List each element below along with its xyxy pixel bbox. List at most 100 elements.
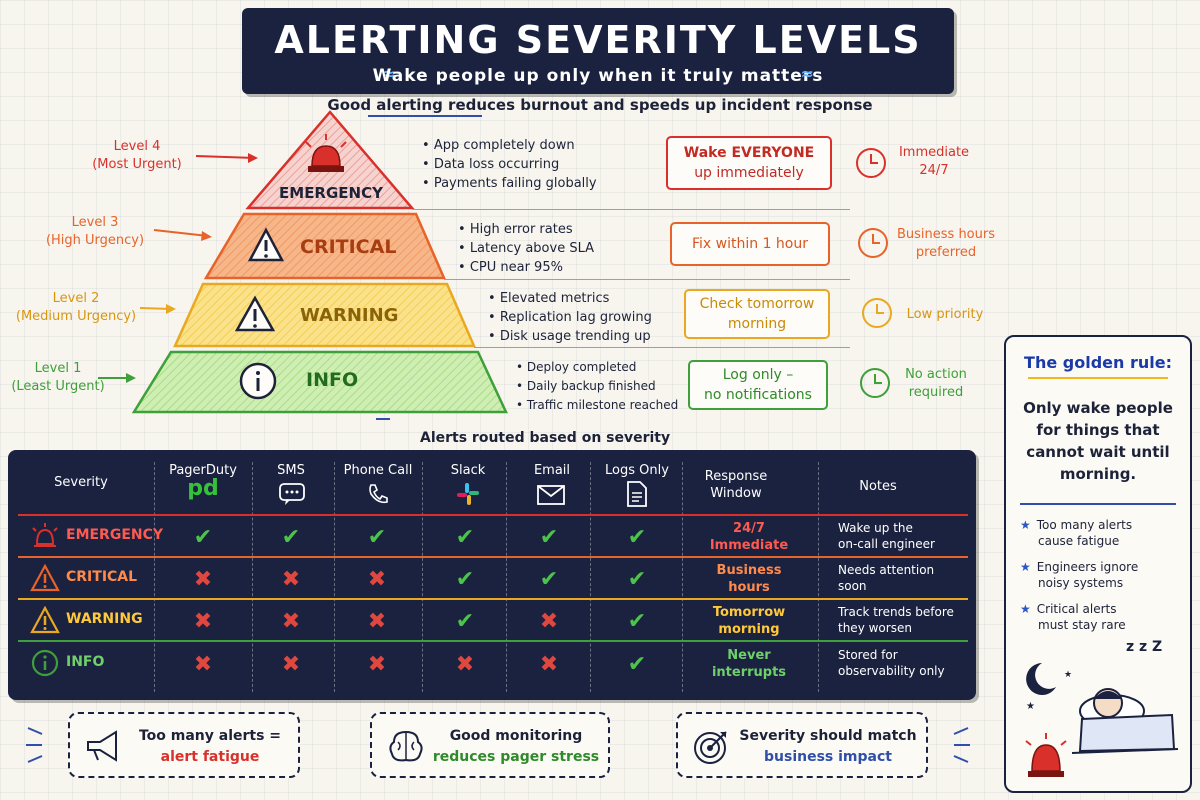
window-line: Business: [716, 563, 782, 578]
col-header-severity: Severity: [54, 475, 108, 490]
timing-line: preferred: [915, 245, 977, 260]
tip-line: Severity should match: [739, 728, 917, 744]
note-warning: Track trends before they worsen: [838, 604, 954, 636]
note-emergency: Wake up the on-call engineer: [838, 520, 935, 552]
cross-icon-sms: ✖: [281, 609, 301, 634]
tip-alert-fatigue: Too many alerts = alert fatigue: [68, 712, 300, 778]
bullet-item: App completely down: [422, 136, 597, 155]
level-arrow-3: [153, 229, 212, 241]
row-severity-emergency: EMERGENCY: [66, 527, 164, 543]
tagline: Good alerting reduces burnout and speeds…: [327, 96, 873, 114]
column-separator: [422, 462, 423, 692]
cross-icon-pagerduty: ✖: [193, 652, 213, 677]
level-urgency: (Medium Urgency): [15, 309, 137, 324]
note-line: Needs attention: [838, 563, 935, 577]
cross-icon-phone: ✖: [367, 652, 387, 677]
megaphone-icon: [87, 730, 117, 762]
svg-text:★: ★: [1064, 670, 1072, 680]
tip-text: Too many alerts = alert fatigue: [130, 726, 290, 768]
column-separator: [818, 462, 819, 692]
timing-line: required: [908, 385, 964, 400]
column-separator: [252, 462, 253, 692]
sms-icon: [279, 483, 305, 505]
siren-icon: [32, 523, 58, 547]
info-circle-icon: [31, 649, 59, 677]
title-banner: ALERTING SEVERITY LEVELS ≈ Wake people u…: [242, 8, 954, 94]
routed-label: Alerts routed based on severity: [420, 430, 671, 446]
col-header-window: Response Window: [686, 468, 786, 502]
check-icon-sms: ✔: [281, 525, 301, 550]
golden-divider: [1020, 503, 1176, 505]
check-icon-slack: ✔: [455, 609, 475, 634]
cross-icon-pagerduty: ✖: [193, 609, 213, 634]
check-icon-logs: ✔: [627, 609, 647, 634]
action-line: up immediately: [694, 165, 804, 181]
tier-name-warning: WARNING: [300, 305, 399, 326]
golden-tip: ★Too many alerts cause fatigue: [1020, 517, 1132, 549]
golden-line: for things that: [1036, 421, 1160, 439]
check-icon-email: ✔: [539, 525, 559, 550]
level-arrow-2: [139, 304, 176, 314]
check-icon-logs: ✔: [627, 652, 647, 677]
level-urgency: (Most Urgent): [92, 157, 182, 172]
row-severity-warning: WARNING: [66, 611, 143, 627]
golden-line: Only wake people: [1023, 399, 1173, 417]
timing-info: No action required: [898, 366, 974, 402]
action-line: morning: [727, 316, 787, 332]
note-critical: Needs attention soon: [838, 562, 934, 594]
stopwatch-icon: [856, 148, 886, 178]
note-line: soon: [838, 579, 867, 593]
tip-severity-impact: Severity should match business impact: [676, 712, 928, 778]
row-divider: [18, 640, 968, 642]
note-info: Stored for observability only: [838, 647, 945, 679]
column-separator: [334, 462, 335, 692]
tip-line: Engineers ignore: [1036, 560, 1139, 574]
col-header-slack: Slack: [450, 463, 486, 478]
timing-line: No action: [905, 367, 967, 382]
col-header-phone: Phone Call: [343, 463, 413, 478]
tip-text: Severity should match business impact: [738, 726, 918, 768]
check-icon-logs: ✔: [627, 525, 647, 550]
row-severity-info: INFO: [66, 654, 105, 670]
star-icon: ★: [1020, 518, 1031, 532]
action-box-emergency: Wake EVERYONE up immediately: [666, 136, 832, 190]
timing-line: 24/7: [919, 163, 949, 178]
golden-rule-panel: The golden rule: Only wake people for th…: [1004, 335, 1192, 793]
action-line: no notifications: [704, 387, 812, 403]
sparkle-right-icon: ≈: [800, 64, 814, 83]
routed-down-arrow: [376, 418, 390, 420]
window-line: Tomorrow: [712, 605, 786, 620]
window-line: morning: [718, 622, 780, 637]
email-icon: [537, 485, 565, 505]
window-critical: Business hours: [694, 562, 804, 596]
bullet-item: Deploy completed: [516, 358, 678, 377]
tier-name-critical: CRITICAL: [300, 236, 397, 258]
level-number: Level 4: [113, 139, 161, 154]
bullet-item: Elevated metrics: [488, 289, 652, 308]
column-separator: [682, 462, 683, 692]
slack-icon: [457, 483, 479, 505]
tip-line: alert fatigue: [160, 749, 260, 765]
tagline-underline: [368, 115, 482, 117]
col-header-logs: Logs Only: [605, 463, 669, 478]
stopwatch-icon: [860, 368, 890, 398]
bullets-critical: High error rates Latency above SLA CPU n…: [458, 220, 594, 277]
window-warning: Tomorrow morning: [694, 604, 804, 638]
divider: [412, 209, 850, 210]
log-file-icon: [627, 481, 647, 507]
col-header-email: Email: [533, 463, 571, 478]
timing-emergency: Immediate 24/7: [894, 144, 974, 180]
tier-name-emergency: EMERGENCY: [279, 184, 383, 202]
note-line: Track trends before: [838, 605, 954, 619]
column-separator: [506, 462, 507, 692]
tier-name-info: INFO: [306, 369, 359, 391]
window-line: interrupts: [711, 665, 787, 680]
level-urgency: (Least Urgent): [11, 379, 105, 394]
cross-icon-slack: ✖: [455, 652, 475, 677]
note-line: on-call engineer: [838, 537, 935, 551]
critical-warning-icon: [247, 227, 285, 262]
bullet-item: CPU near 95%: [458, 258, 594, 277]
cross-icon-email: ✖: [539, 609, 559, 634]
page-subtitle: Wake people up only when it truly matter…: [372, 66, 824, 86]
window-emergency: 24/7 Immediate: [694, 520, 804, 554]
